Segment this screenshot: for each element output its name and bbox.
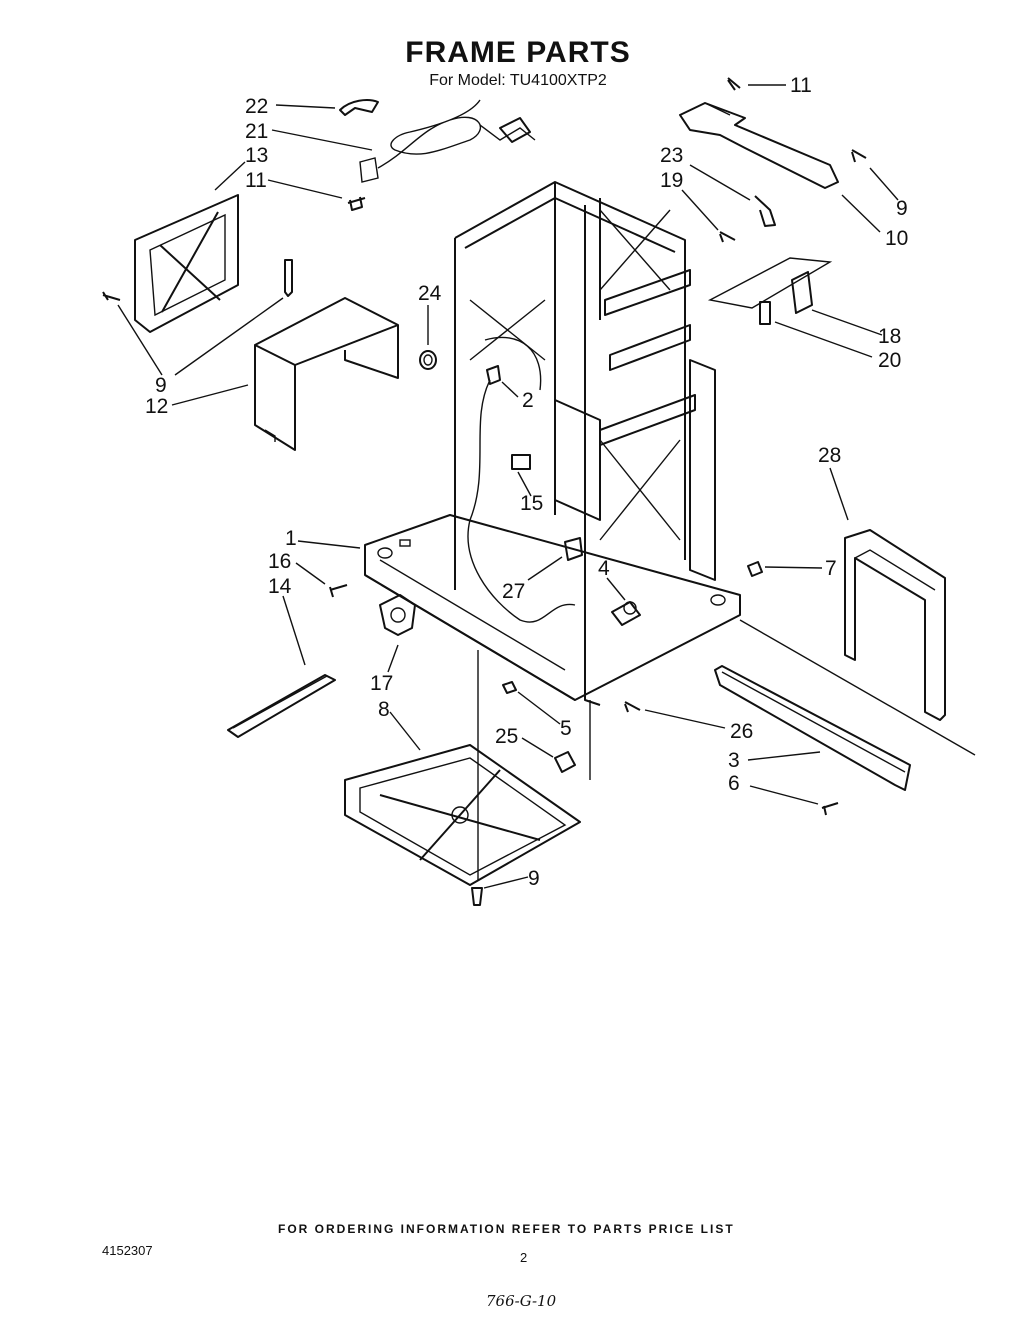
model-subtitle: For Model: TU4100XTP2 [429, 72, 607, 89]
callout-16: 16 [268, 550, 291, 573]
callout-22: 22 [245, 95, 268, 118]
callout-11: 11 [245, 169, 267, 192]
part-10-bracket [679, 102, 839, 189]
page-number: 2 [520, 1250, 528, 1265]
part-22-cord-clamp [339, 99, 379, 116]
callout-24: 24 [418, 282, 442, 305]
callout-5: 5 [560, 717, 572, 740]
callout-1: 1 [285, 527, 297, 550]
callout-8: 8 [378, 698, 390, 721]
part-8-bottom-tray [344, 744, 581, 886]
part-12-cover-shield [254, 297, 399, 451]
callout-14: 14 [268, 575, 292, 598]
part-3-rail [714, 619, 976, 791]
callout-25: 25 [495, 725, 518, 748]
callout-19: 19 [660, 169, 683, 192]
callout-12: 12 [145, 395, 168, 418]
callout-9-bottom: 9 [528, 867, 540, 890]
callout-4: 4 [598, 557, 610, 580]
part-20-plate [759, 301, 771, 325]
callout-21: 21 [245, 120, 268, 143]
part-28-side-panel [844, 529, 946, 721]
hardware-screws [102, 77, 867, 906]
callout-27: 27 [502, 580, 525, 603]
callout-2: 2 [522, 389, 534, 412]
callout-15: 15 [520, 492, 543, 515]
leader-lines [117, 84, 899, 889]
part-14-gasket-strip [227, 674, 336, 738]
callout-11-top-right: 11 [790, 74, 812, 97]
document-number: 4152307 [102, 1243, 153, 1258]
ordering-note: FOR ORDERING INFORMATION REFER TO PARTS … [278, 1222, 735, 1236]
page-title: FRAME PARTS [405, 36, 631, 69]
part-13-side-panel [134, 194, 239, 333]
callout-17: 17 [370, 672, 393, 695]
part-18-switch [707, 257, 833, 314]
part-17-bracket [379, 594, 416, 636]
callout-18: 18 [878, 325, 901, 348]
callout-3: 3 [728, 749, 740, 772]
callout-13: 13 [245, 144, 268, 167]
part-21-power-cord [359, 99, 536, 183]
callout-labels: 22 21 13 11 9 12 24 2 15 1 16 14 17 27 4… [145, 74, 908, 890]
callout-28: 28 [818, 444, 841, 467]
callout-20: 20 [878, 349, 901, 372]
callout-9-right: 9 [896, 197, 908, 220]
callout-23: 23 [660, 144, 683, 167]
callout-7: 7 [825, 557, 837, 580]
callout-6: 6 [728, 772, 740, 795]
callout-9: 9 [155, 374, 167, 397]
callout-26: 26 [730, 720, 753, 743]
callout-10: 10 [885, 227, 908, 250]
handwritten-note: 766-G-10 [486, 1292, 557, 1310]
